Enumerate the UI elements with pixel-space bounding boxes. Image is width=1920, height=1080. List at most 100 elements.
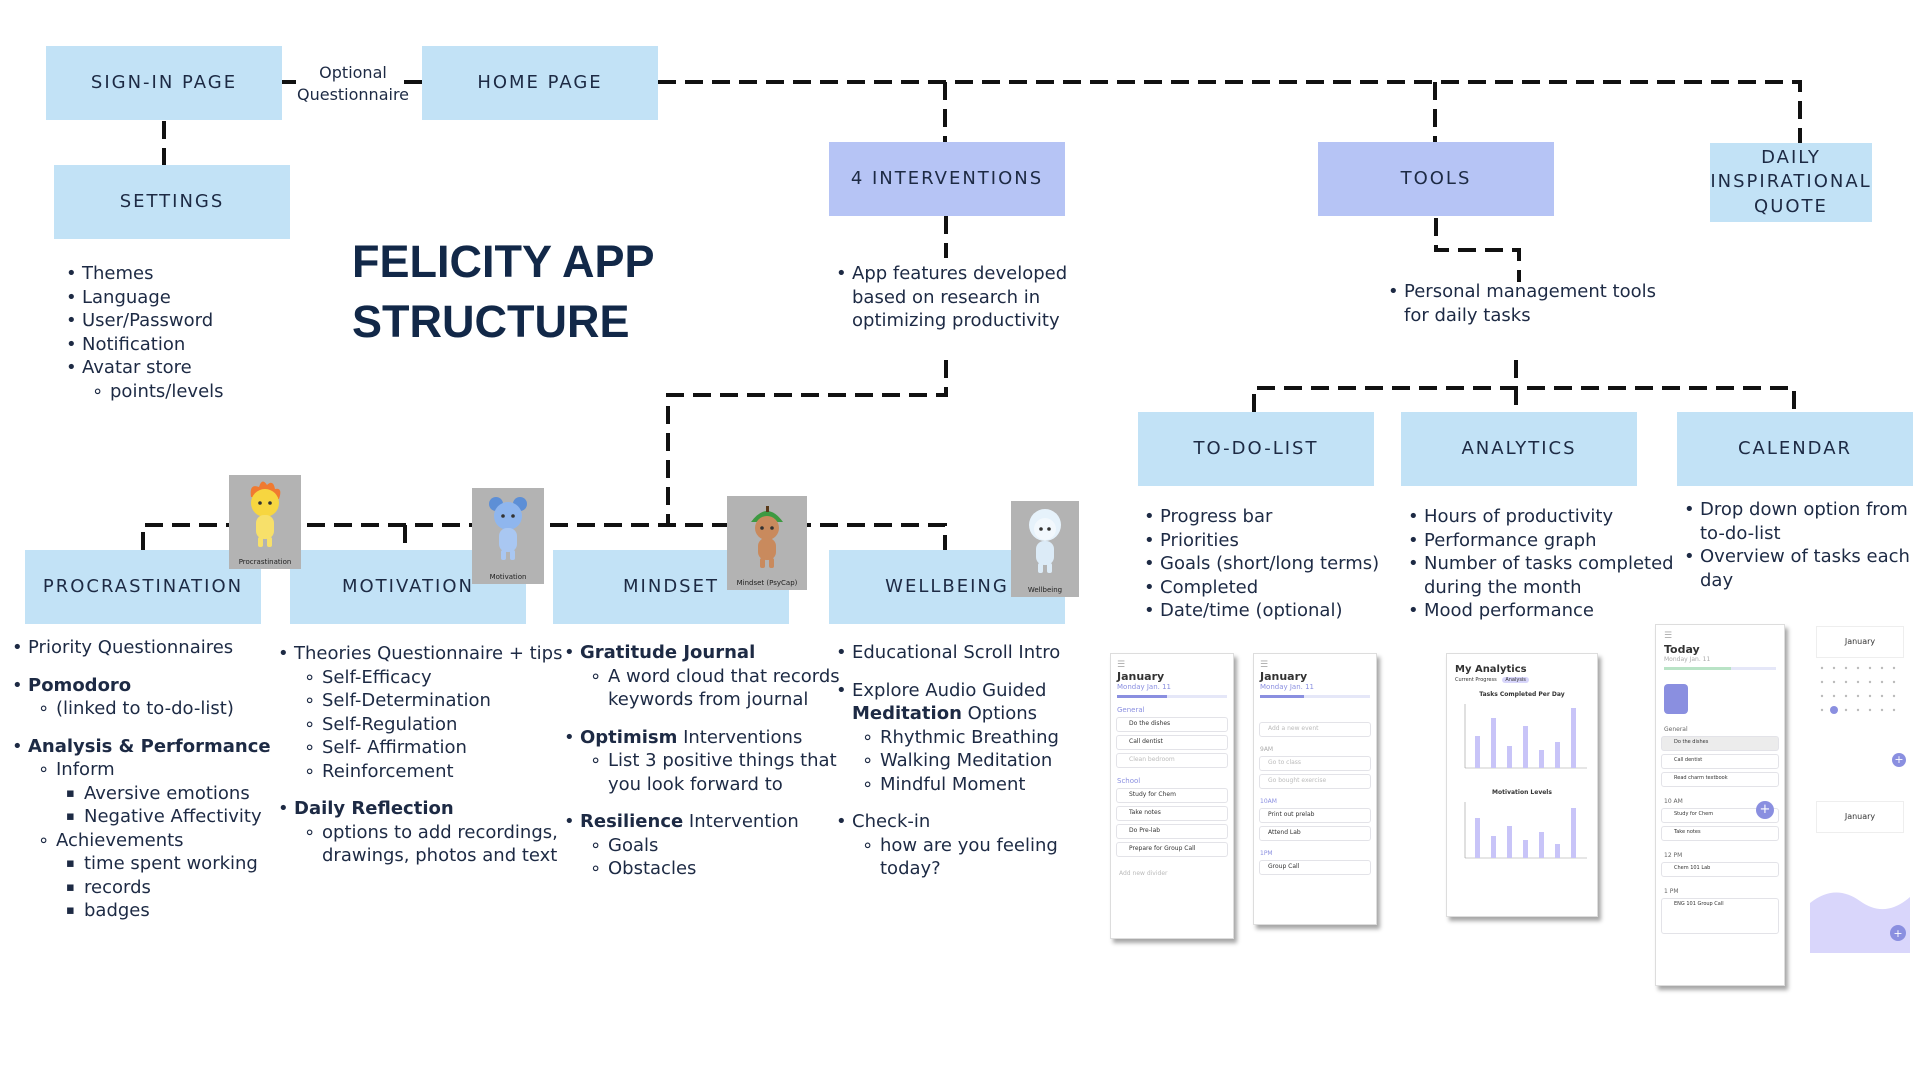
interventions-note-line: optimizing productivity	[852, 310, 1060, 331]
analytics-mockup-title: My Analytics	[1455, 664, 1527, 675]
analytics-chart2-title: Motivation Levels	[1492, 789, 1552, 796]
wellbeing-avatar-caption: Wellbeing	[1027, 586, 1063, 594]
sign-in-page-box: SIGN-IN PAGE	[46, 46, 282, 120]
todo2-item: Attend Lab	[1259, 826, 1371, 841]
today-item: Read charm textbook	[1661, 772, 1779, 787]
todo1-item: Do the dishes	[1116, 717, 1228, 732]
procrastination-avatar: Procrastination	[229, 475, 301, 569]
tools-note-line: Personal management tools	[1386, 280, 1656, 304]
add-task-icon[interactable]: +	[1756, 801, 1774, 819]
list-item: time spent working	[10, 852, 271, 876]
todo-mockup-1: ☰ January Monday Jan. 11 General Do the …	[1110, 653, 1234, 939]
analytics-motivation-chart	[1464, 802, 1587, 859]
analytics-box: ANALYTICS	[1401, 412, 1637, 486]
bullet-list: Gratitude JournalA word cloud that recor…	[562, 641, 840, 881]
list-item: Daily Reflection	[276, 797, 562, 821]
list-item: Pomodoro	[10, 674, 271, 698]
motivation-list: Theories Questionnaire + tipsSelf-Effica…	[276, 642, 562, 868]
home-page-label: HOME PAGE	[477, 71, 603, 93]
today-mockup: ☰ Today Monday Jan. 11 General Do the di…	[1655, 624, 1785, 986]
menu-icon: ☰	[1664, 631, 1673, 641]
tools-note-line: for daily tasks	[1404, 304, 1531, 326]
interventions-label: 4 INTERVENTIONS	[850, 167, 1044, 189]
list-item: records	[10, 876, 271, 900]
wellbeing-list: Educational Scroll IntroExplore Audio Gu…	[834, 641, 1060, 881]
bullet-list: Theories Questionnaire + tipsSelf-Effica…	[276, 642, 562, 868]
calendar-grid-icon	[1820, 666, 1896, 714]
list-item: during the month	[1424, 576, 1582, 598]
list-item: badges	[10, 899, 271, 923]
interventions-box: 4 INTERVENTIONS	[829, 142, 1065, 216]
list-item: Date/time (optional)	[1142, 599, 1379, 623]
diagram-title: FELICITY APP STRUCTURE	[352, 232, 655, 352]
todo1-date: Monday Jan. 11	[1117, 683, 1172, 691]
list-item: Self-Regulation	[276, 713, 562, 737]
optional-label-line1: Optional	[319, 63, 387, 82]
list-item: Progress bar	[1142, 505, 1379, 529]
todo2-time: 1PM	[1260, 850, 1273, 857]
bullet-list: Hours of productivityPerformance graphNu…	[1406, 505, 1674, 623]
list-item: Rhythmic Breathing	[834, 726, 1060, 750]
list-item: (linked to to-do-list)	[10, 697, 271, 721]
svg-text:+: +	[1893, 927, 1902, 940]
today-time: 1 PM	[1664, 888, 1679, 895]
todo2-item: Group Call	[1259, 860, 1371, 875]
list-item: Mood performance	[1406, 599, 1674, 623]
list-item: Avatar store	[64, 356, 224, 380]
tools-note: Personal management tools for daily task…	[1386, 280, 1656, 327]
bullet-list: Progress barPrioritiesGoals (short/long …	[1142, 505, 1379, 623]
today-item: ENG 101 Group Call	[1661, 898, 1779, 934]
procrastination-list: Priority QuestionnairesPomodoro(linked t…	[10, 636, 271, 923]
todo1-section: School	[1117, 777, 1141, 785]
wellbeing-character-icon	[1029, 509, 1061, 573]
calendar-month-2: January	[1816, 801, 1904, 833]
today-title: Today	[1664, 643, 1700, 656]
list-item: Priorities	[1142, 529, 1379, 553]
settings-list: ThemesLanguageUser/PasswordNotificationA…	[64, 262, 224, 403]
list-item: Themes	[64, 262, 224, 286]
list-item: Goals	[562, 834, 840, 858]
optional-label-line2: Questionnaire	[296, 85, 410, 104]
list-item: Walking Meditation	[834, 749, 1060, 773]
motivation-label: MOTIVATION	[341, 575, 475, 597]
day	[1746, 684, 1766, 714]
settings-box: SETTINGS	[54, 165, 290, 239]
todo1-footer: Add new divider	[1119, 870, 1168, 877]
analytics-label: ANALYTICS	[1461, 437, 1577, 459]
todo1-item: Study for Chem	[1116, 788, 1228, 803]
todo2-time: 10AM	[1260, 798, 1277, 805]
todo-list-label: TO-DO-LIST	[1193, 437, 1319, 459]
list-item: keywords from journal	[608, 689, 809, 710]
calendar-month: January	[1816, 626, 1904, 658]
todo1-item: Prepare for Group Call	[1116, 842, 1228, 857]
mindset-avatar: Mindset (PsyCap)	[727, 496, 807, 590]
list-item: Explore Audio Guided	[834, 679, 1060, 703]
analytics-mockup: My Analytics Current Progress Analysis T…	[1446, 653, 1598, 917]
list-item: Analysis & Performance	[10, 735, 271, 759]
home-page-box: HOME PAGE	[422, 46, 658, 120]
list-item: options to add recordings,	[276, 821, 562, 845]
list-item: Priority Questionnaires	[10, 636, 271, 660]
quote-line1: DAILY	[1761, 147, 1821, 169]
settings-label: SETTINGS	[119, 190, 225, 212]
list-item: Negative Affectivity	[10, 805, 271, 829]
menu-icon: ☰	[1260, 660, 1269, 670]
menu-icon: ☰	[1117, 660, 1126, 670]
list-item: Drop down option from	[1682, 498, 1910, 522]
todo2-item: Go bought exercise	[1259, 774, 1371, 789]
todo1-section: General	[1117, 706, 1145, 714]
wellbeing-avatar: Wellbeing	[1011, 501, 1079, 597]
interventions-note-line: App features developed	[834, 262, 1067, 286]
calendar-mockup: January + January +	[1810, 612, 1910, 982]
list-item: Educational Scroll Intro	[834, 641, 1060, 665]
optional-questionnaire-label: Optional Questionnaire	[288, 62, 418, 106]
today-item: Do the dishes	[1661, 736, 1779, 751]
today-section: General	[1664, 726, 1688, 733]
calendar-wave-icon: +	[1810, 892, 1910, 953]
procrastination-avatar-caption: Procrastination	[238, 558, 292, 566]
list-item: to-do-list	[1700, 522, 1781, 544]
bullet-list: Priority QuestionnairesPomodoro(linked t…	[10, 636, 271, 923]
list-item: Achievements	[10, 829, 271, 853]
add-event-icon[interactable]: +	[1892, 753, 1906, 767]
